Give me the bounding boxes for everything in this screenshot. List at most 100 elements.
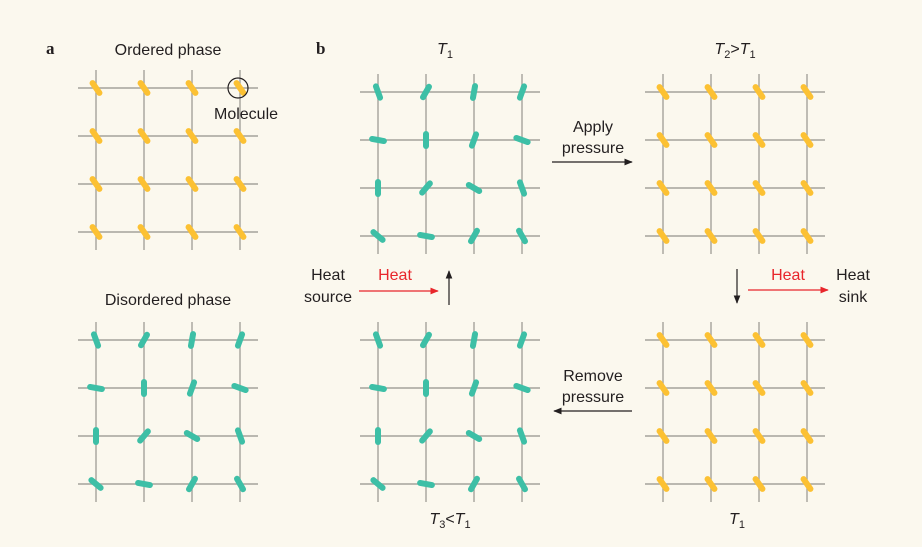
molecule	[800, 132, 814, 148]
molecule	[468, 379, 480, 397]
molecule	[800, 476, 814, 492]
molecule	[137, 224, 151, 240]
lattice-t3-relaxed	[360, 322, 540, 502]
molecule	[419, 428, 433, 444]
molecule	[87, 383, 105, 393]
molecule	[137, 80, 151, 96]
molecule	[656, 380, 670, 396]
apply-label-line2: pressure	[562, 140, 624, 157]
molecule	[800, 428, 814, 444]
molecule	[369, 383, 387, 393]
molecule	[185, 176, 199, 192]
molecule	[185, 224, 199, 240]
lattice-grid	[645, 322, 825, 502]
molecule	[704, 180, 718, 196]
molecule	[656, 476, 670, 492]
molecule	[89, 176, 103, 192]
lattice-t1-initial	[360, 74, 540, 254]
heat-sink-label-line1: Heat	[836, 267, 870, 284]
heat-in-label: Heat	[378, 267, 412, 284]
molecule	[752, 380, 766, 396]
lattice-grid	[645, 74, 825, 254]
molecule	[137, 176, 151, 192]
apply-label-line1: Apply	[573, 119, 613, 136]
molecule	[752, 132, 766, 148]
molecule	[233, 128, 247, 144]
molecule	[465, 182, 483, 194]
lattice-grid	[360, 322, 540, 502]
state-label-top-right: T2>T1	[714, 41, 755, 61]
molecule	[187, 331, 197, 349]
molecule	[516, 331, 528, 349]
molecule	[465, 430, 483, 442]
molecule	[656, 428, 670, 444]
molecule	[800, 84, 814, 100]
molecule	[704, 332, 718, 348]
molecule	[468, 475, 480, 493]
molecule	[419, 180, 433, 196]
molecule	[468, 131, 480, 149]
lattice-t1-compressed	[645, 322, 825, 502]
molecule	[704, 428, 718, 444]
molecule	[704, 380, 718, 396]
panel-b-letter: b	[316, 39, 325, 58]
ordered-phase-title: Ordered phase	[115, 42, 222, 59]
molecule	[369, 135, 387, 145]
disordered-phase-lattice	[78, 322, 258, 502]
molecule	[372, 331, 384, 349]
lattice-grid	[78, 70, 258, 250]
molecule	[417, 231, 435, 241]
molecule	[90, 331, 102, 349]
molecule	[468, 227, 480, 245]
remove-label-line1: Remove	[563, 368, 623, 385]
molecule	[516, 227, 528, 245]
molecule	[417, 479, 435, 489]
state-label-bottom-right: T1	[729, 511, 745, 531]
molecule	[704, 84, 718, 100]
molecule	[656, 332, 670, 348]
molecule-label: Molecule	[214, 106, 278, 123]
molecule	[420, 83, 432, 101]
molecule	[233, 176, 247, 192]
molecule	[516, 427, 528, 445]
remove-label-line2: pressure	[562, 389, 624, 406]
molecule	[704, 228, 718, 244]
molecule	[800, 228, 814, 244]
lattice-grid	[360, 74, 540, 254]
molecule	[420, 331, 432, 349]
molecule	[513, 382, 531, 394]
molecule	[513, 134, 531, 146]
molecule	[88, 477, 104, 491]
molecule	[137, 128, 151, 144]
molecule	[516, 179, 528, 197]
molecule	[231, 382, 249, 394]
state-label-top-left: T1	[437, 41, 453, 61]
molecule	[89, 80, 103, 96]
molecule	[469, 83, 479, 101]
lattice-grid	[78, 322, 258, 502]
heat-sink-label-line2: sink	[839, 289, 868, 306]
molecule	[656, 84, 670, 100]
molecule	[185, 128, 199, 144]
molecule	[233, 80, 247, 96]
molecule	[183, 430, 201, 442]
molecule	[516, 83, 528, 101]
molecule	[89, 224, 103, 240]
molecule	[469, 331, 479, 349]
molecule	[135, 479, 153, 489]
heat-source-label-line1: Heat	[311, 267, 345, 284]
molecule	[752, 84, 766, 100]
molecule	[370, 229, 386, 243]
molecule	[704, 132, 718, 148]
molecule	[752, 476, 766, 492]
molecule	[234, 331, 246, 349]
molecule	[89, 128, 103, 144]
molecule	[137, 428, 151, 444]
molecule	[234, 427, 246, 445]
molecule	[370, 477, 386, 491]
molecule	[516, 475, 528, 493]
heat-source-label-line2: source	[304, 289, 352, 306]
molecule	[800, 332, 814, 348]
molecule	[800, 380, 814, 396]
molecule	[656, 132, 670, 148]
